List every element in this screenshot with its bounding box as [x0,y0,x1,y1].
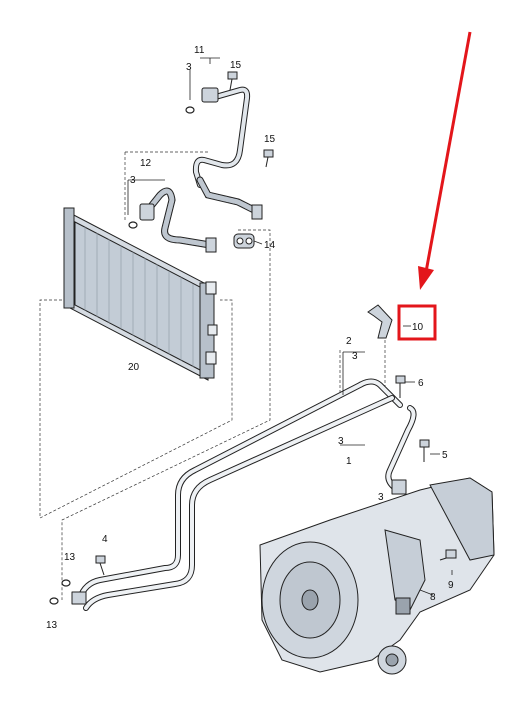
radiator [63,207,218,381]
callout-12: 12 [140,158,152,169]
callout-4: 4 [102,534,108,545]
bolt-5 [419,439,430,462]
callout-13-b: 13 [46,620,58,631]
clip-14 [233,233,255,249]
callout-15-a: 15 [230,60,242,71]
cooler-pipes [71,378,417,611]
callouts [127,57,453,596]
callout-6: 6 [418,378,424,389]
transmission [259,477,495,675]
highlight-annotation [397,31,472,341]
bolt-15-top [227,71,238,91]
callout-5: 5 [442,450,448,461]
callout-1: 1 [346,456,352,467]
callout-3-d: 3 [338,436,344,447]
callout-3-b: 3 [130,175,136,186]
highlight-arrow-head [418,266,434,290]
bolt-6 [395,375,406,398]
callout-3-a: 3 [186,62,192,73]
callout-13-a: 13 [64,552,76,563]
upper-hose-12 [139,187,217,253]
upper-hose-11 [192,86,263,220]
callout-10: 10 [412,322,424,333]
callout-9: 9 [448,580,454,591]
callout-20: 20 [128,362,140,373]
highlight-box [397,304,437,341]
callout-2: 2 [346,336,352,347]
guide-lines [39,151,386,600]
callout-11: 11 [194,45,205,56]
callout-3-e: 3 [378,492,384,503]
callout-8: 8 [430,592,436,603]
o-rings-top [128,106,195,229]
bolt-15-mid [263,149,274,168]
bolt-4 [95,555,106,576]
bracket-10 [367,304,393,339]
callout-3-c: 3 [352,351,358,362]
highlight-arrow-shaft [424,31,472,273]
callout-14: 14 [264,240,276,251]
callout-15-b: 15 [264,134,276,145]
